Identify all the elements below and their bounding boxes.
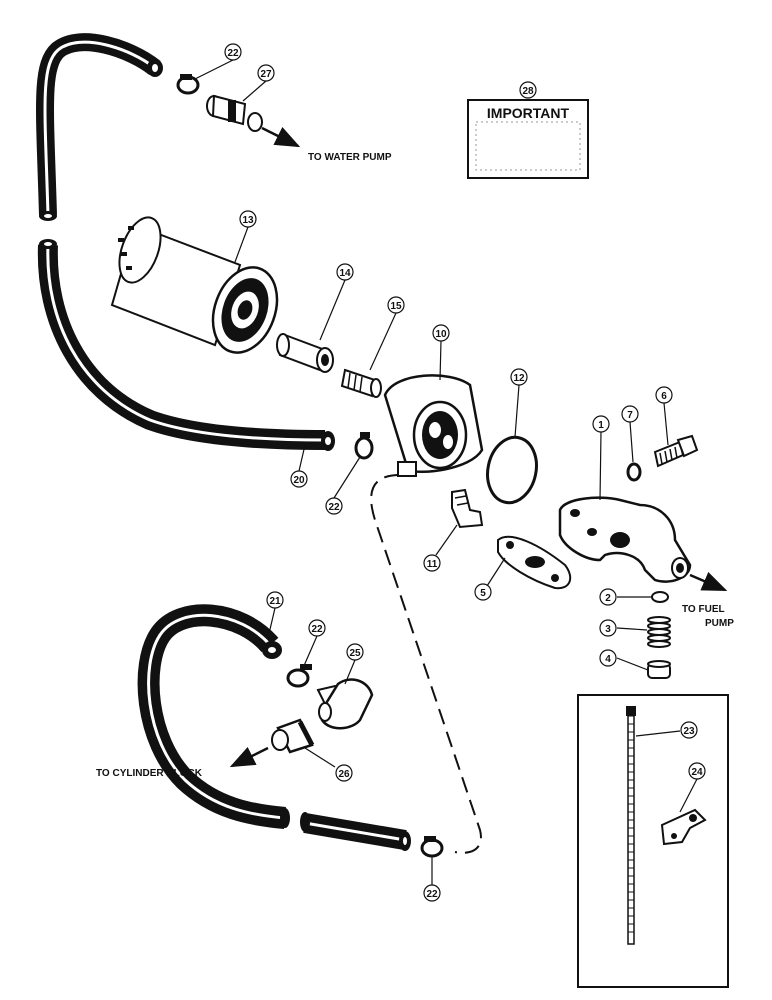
callout-22-d: 22 bbox=[423, 884, 441, 902]
callout-21: 21 bbox=[266, 591, 284, 609]
valve-2 bbox=[651, 591, 669, 603]
arrow-to-water-pump bbox=[261, 126, 301, 148]
o-ring-12 bbox=[486, 435, 538, 505]
oil-filter bbox=[110, 216, 279, 354]
svg-text:14: 14 bbox=[339, 268, 351, 279]
clamp-22-lower bbox=[286, 664, 312, 688]
clamp-22-top bbox=[176, 74, 200, 95]
callouts: 28 22 27 13 14 15 10 12 6 7 1 20 22 11 5… bbox=[224, 43, 706, 902]
callout-22-a: 22 bbox=[224, 43, 242, 61]
adapter-14 bbox=[276, 333, 334, 373]
callout-11: 11 bbox=[423, 554, 441, 572]
svg-text:21: 21 bbox=[269, 596, 281, 607]
svg-text:10: 10 bbox=[435, 329, 447, 340]
callout-14: 14 bbox=[336, 263, 354, 281]
filter-base-10 bbox=[383, 374, 484, 477]
fitting-15 bbox=[340, 368, 382, 398]
housing-1 bbox=[558, 496, 692, 583]
callout-3: 3 bbox=[599, 619, 617, 637]
fitting-11 bbox=[451, 488, 484, 529]
svg-text:2: 2 bbox=[605, 593, 611, 604]
important-label: IMPORTANT bbox=[487, 105, 570, 121]
callout-27: 27 bbox=[257, 64, 275, 82]
hose-21 bbox=[137, 604, 290, 829]
bolt-6 bbox=[653, 434, 699, 468]
svg-text:26: 26 bbox=[338, 769, 350, 780]
svg-text:22: 22 bbox=[328, 502, 340, 513]
svg-text:1: 1 bbox=[598, 420, 604, 431]
callout-28: 28 bbox=[519, 81, 537, 99]
upper-hose bbox=[36, 33, 163, 221]
cap-4 bbox=[647, 660, 671, 679]
callout-7: 7 bbox=[621, 405, 639, 423]
fitting-27 bbox=[206, 94, 263, 132]
svg-text:5: 5 bbox=[480, 588, 486, 599]
svg-text:4: 4 bbox=[605, 654, 611, 665]
svg-text:7: 7 bbox=[627, 410, 633, 421]
callout-22-b: 22 bbox=[325, 497, 343, 515]
elbow-25 bbox=[316, 678, 374, 730]
svg-text:3: 3 bbox=[605, 624, 611, 635]
svg-text:22: 22 bbox=[311, 624, 323, 635]
label-to-cylinder-block: TO CYLINDER BLOCK bbox=[96, 768, 203, 779]
washer-7 bbox=[626, 462, 642, 482]
callout-24: 24 bbox=[688, 762, 706, 780]
label-to-fuel-line1: TO FUEL bbox=[682, 604, 725, 615]
svg-text:11: 11 bbox=[427, 559, 438, 570]
svg-text:12: 12 bbox=[513, 373, 525, 384]
fitting-26 bbox=[271, 718, 315, 754]
important-decal: IMPORTANT bbox=[467, 99, 589, 179]
svg-text:25: 25 bbox=[349, 648, 361, 659]
leader-lines bbox=[194, 59, 698, 885]
svg-text:23: 23 bbox=[683, 726, 695, 737]
cable-tie-23 bbox=[626, 706, 636, 945]
svg-text:22: 22 bbox=[227, 48, 239, 59]
callout-15: 15 bbox=[387, 296, 405, 314]
callout-6: 6 bbox=[655, 386, 673, 404]
clip-24 bbox=[660, 808, 707, 846]
callout-20: 20 bbox=[290, 470, 308, 488]
svg-text:15: 15 bbox=[390, 301, 402, 312]
callout-12: 12 bbox=[510, 368, 528, 386]
parts-box bbox=[577, 694, 729, 988]
callout-2: 2 bbox=[599, 588, 617, 606]
svg-text:6: 6 bbox=[661, 391, 667, 402]
label-to-water-pump: TO WATER PUMP bbox=[308, 152, 392, 163]
clamp-22-bottom bbox=[420, 836, 444, 858]
callout-26: 26 bbox=[335, 764, 353, 782]
callout-22-c: 22 bbox=[308, 619, 326, 637]
clamp-22-middle bbox=[354, 432, 374, 460]
label-to-fuel-line2: PUMP bbox=[705, 618, 734, 629]
callout-23: 23 bbox=[680, 721, 698, 739]
hose-20 bbox=[37, 239, 335, 451]
callout-1: 1 bbox=[592, 415, 610, 433]
arrow-to-cylinder-block bbox=[229, 746, 269, 768]
callout-5: 5 bbox=[474, 583, 492, 601]
svg-text:28: 28 bbox=[522, 86, 534, 97]
short-hose bbox=[300, 812, 411, 851]
svg-text:22: 22 bbox=[426, 889, 438, 900]
spring-3 bbox=[647, 616, 671, 648]
svg-text:24: 24 bbox=[691, 767, 703, 778]
callout-10: 10 bbox=[432, 324, 450, 342]
callout-4: 4 bbox=[599, 649, 617, 667]
callout-25: 25 bbox=[346, 643, 364, 661]
gasket-5 bbox=[497, 535, 572, 590]
svg-text:13: 13 bbox=[242, 215, 254, 226]
routing-dashed-line bbox=[370, 474, 482, 854]
arrow-to-fuel-pump bbox=[689, 571, 728, 592]
callout-13: 13 bbox=[239, 210, 257, 228]
svg-text:27: 27 bbox=[260, 69, 272, 80]
svg-text:20: 20 bbox=[293, 475, 305, 486]
